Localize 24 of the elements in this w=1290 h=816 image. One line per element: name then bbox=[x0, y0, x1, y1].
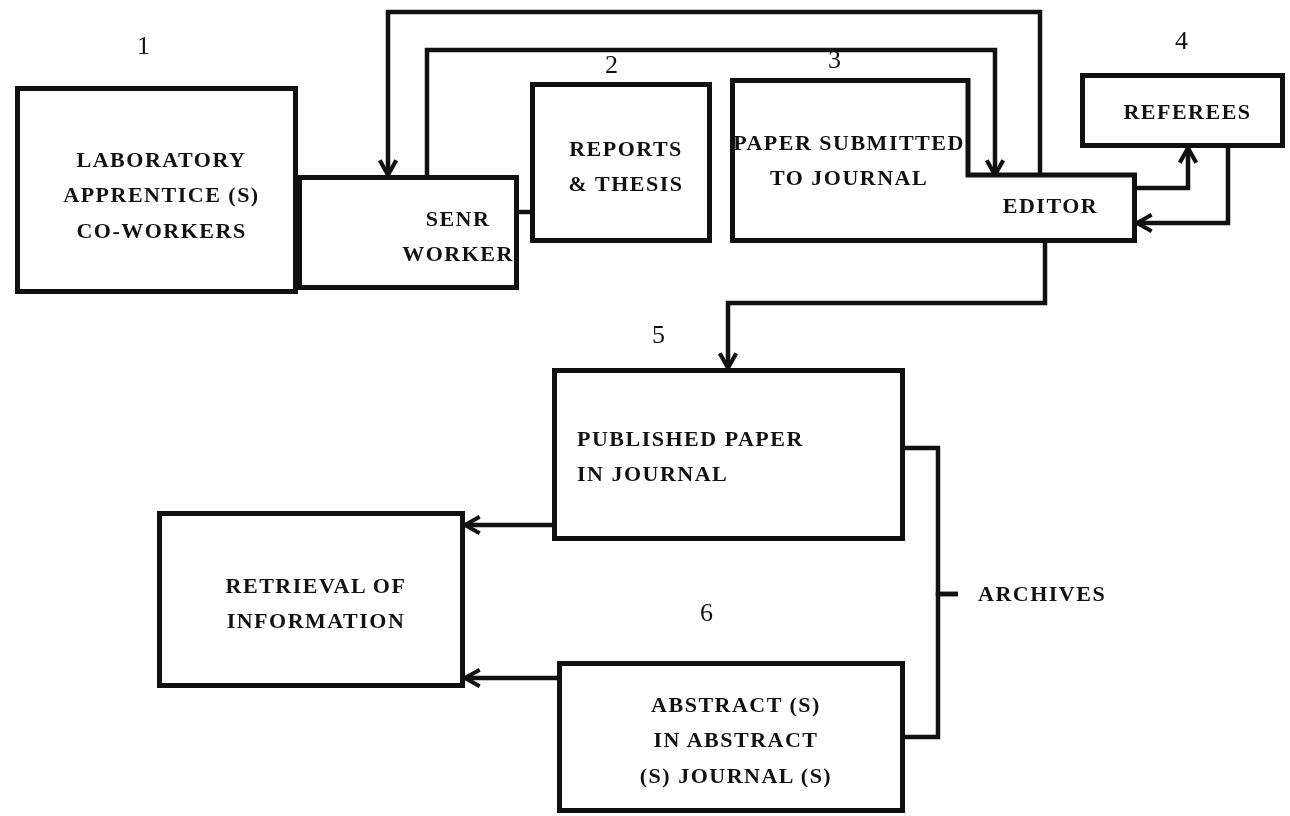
step-number: 4 bbox=[1175, 28, 1188, 54]
step-number: 2 bbox=[605, 52, 618, 78]
box-label: REFEREES bbox=[1123, 98, 1252, 127]
box-label: PUBLISHED PAPER IN JOURNAL bbox=[577, 424, 805, 488]
step-number: 6 bbox=[700, 600, 713, 626]
arrow bbox=[1134, 148, 1231, 234]
bracket-line bbox=[905, 591, 958, 740]
process-box bbox=[297, 175, 519, 290]
archives-label: ARCHIVES bbox=[978, 580, 1103, 609]
process-box bbox=[157, 511, 465, 688]
process-box bbox=[530, 82, 712, 243]
box-label: PAPER SUBMITTED TO JOURNAL bbox=[733, 128, 965, 192]
box-label: ABSTRACT (S) IN ABSTRACT (S) JOURNAL (S) bbox=[638, 691, 834, 790]
process-box bbox=[557, 661, 905, 813]
box-label: SENR WORKER bbox=[401, 204, 515, 268]
step-number: 1 bbox=[137, 33, 150, 59]
box-label: RETRIEVAL OF INFORMATION bbox=[224, 571, 408, 635]
process-box bbox=[15, 86, 298, 294]
process-box bbox=[552, 368, 905, 541]
box-label: LABORATORY APPRENTICE (S) CO-WORKERS bbox=[62, 146, 261, 245]
box-label: EDITOR bbox=[1002, 192, 1099, 221]
step-number: 5 bbox=[652, 322, 665, 348]
box-label: REPORTS & THESIS bbox=[567, 134, 685, 198]
process-box bbox=[1080, 73, 1285, 148]
